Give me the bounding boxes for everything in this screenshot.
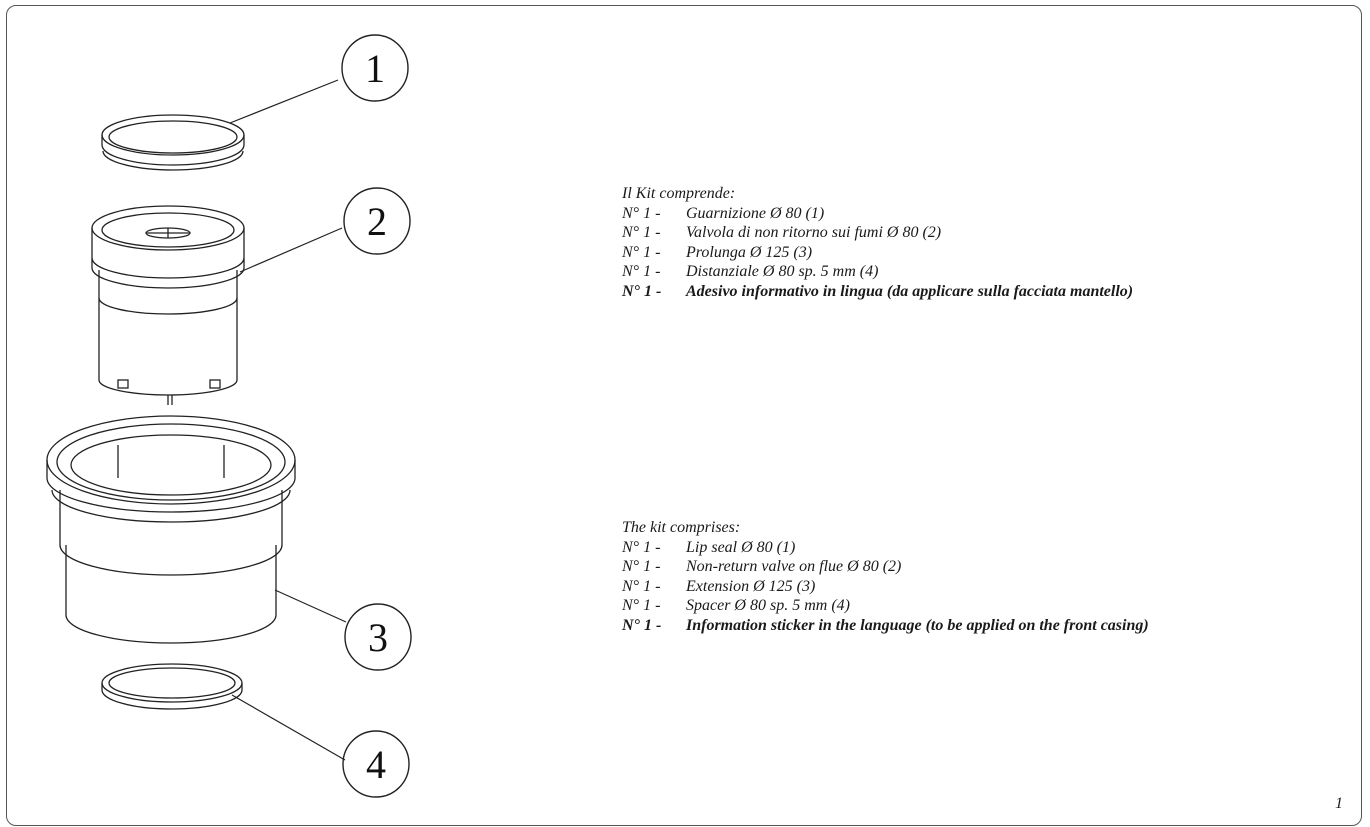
- kit-item-it-2: N° 1 - Valvola di non ritorno sui fumi Ø…: [622, 224, 942, 242]
- part-extension: [46, 415, 296, 644]
- kit-item-it-3: N° 1 - Prolunga Ø 125 (3): [622, 243, 813, 261]
- kit-item-en-5: N° 1 - Information sticker in the langua…: [622, 616, 1149, 634]
- callout-1: 1: [341, 34, 409, 102]
- kit-item-it-4: N° 1 - Distanziale Ø 80 sp. 5 mm (4): [622, 263, 879, 281]
- kit-list-italian: Il Kit comprende: N° 1 - Guarnizione Ø 8…: [622, 184, 1133, 302]
- kit-item-en-3: N° 1 - Extension Ø 125 (3): [622, 577, 816, 595]
- svg-text:1: 1: [365, 46, 385, 91]
- callout-3: 3: [344, 603, 412, 671]
- callout-4: 4: [342, 730, 410, 798]
- part-spacer: [101, 663, 243, 710]
- kit-item-en-1: N° 1 - Lip seal Ø 80 (1): [622, 538, 796, 556]
- kit-heading-it: Il Kit comprende:: [622, 185, 736, 202]
- svg-text:2: 2: [367, 199, 387, 244]
- svg-text:3: 3: [368, 615, 388, 660]
- callout-2: 2: [343, 187, 411, 255]
- kit-heading-en: The kit comprises:: [622, 519, 741, 536]
- part-non-return-valve: [91, 205, 245, 405]
- kit-item-it-5: N° 1 - Adesivo informativo in lingua (da…: [622, 282, 1134, 300]
- kit-item-en-4: N° 1 - Spacer Ø 80 sp. 5 mm (4): [622, 597, 850, 615]
- kit-item-it-1: N° 1 - Guarnizione Ø 80 (1): [622, 204, 825, 222]
- page-number: 1: [1335, 795, 1343, 812]
- part-lip-seal: [101, 114, 245, 171]
- kit-item-en-2: N° 1 - Non-return valve on flue Ø 80 (2): [622, 558, 902, 576]
- kit-list-english: The kit comprises: N° 1 - Lip seal Ø 80 …: [622, 518, 1149, 636]
- svg-text:4: 4: [366, 742, 386, 787]
- page-frame: [6, 5, 1362, 826]
- leader-lines: [229, 79, 347, 761]
